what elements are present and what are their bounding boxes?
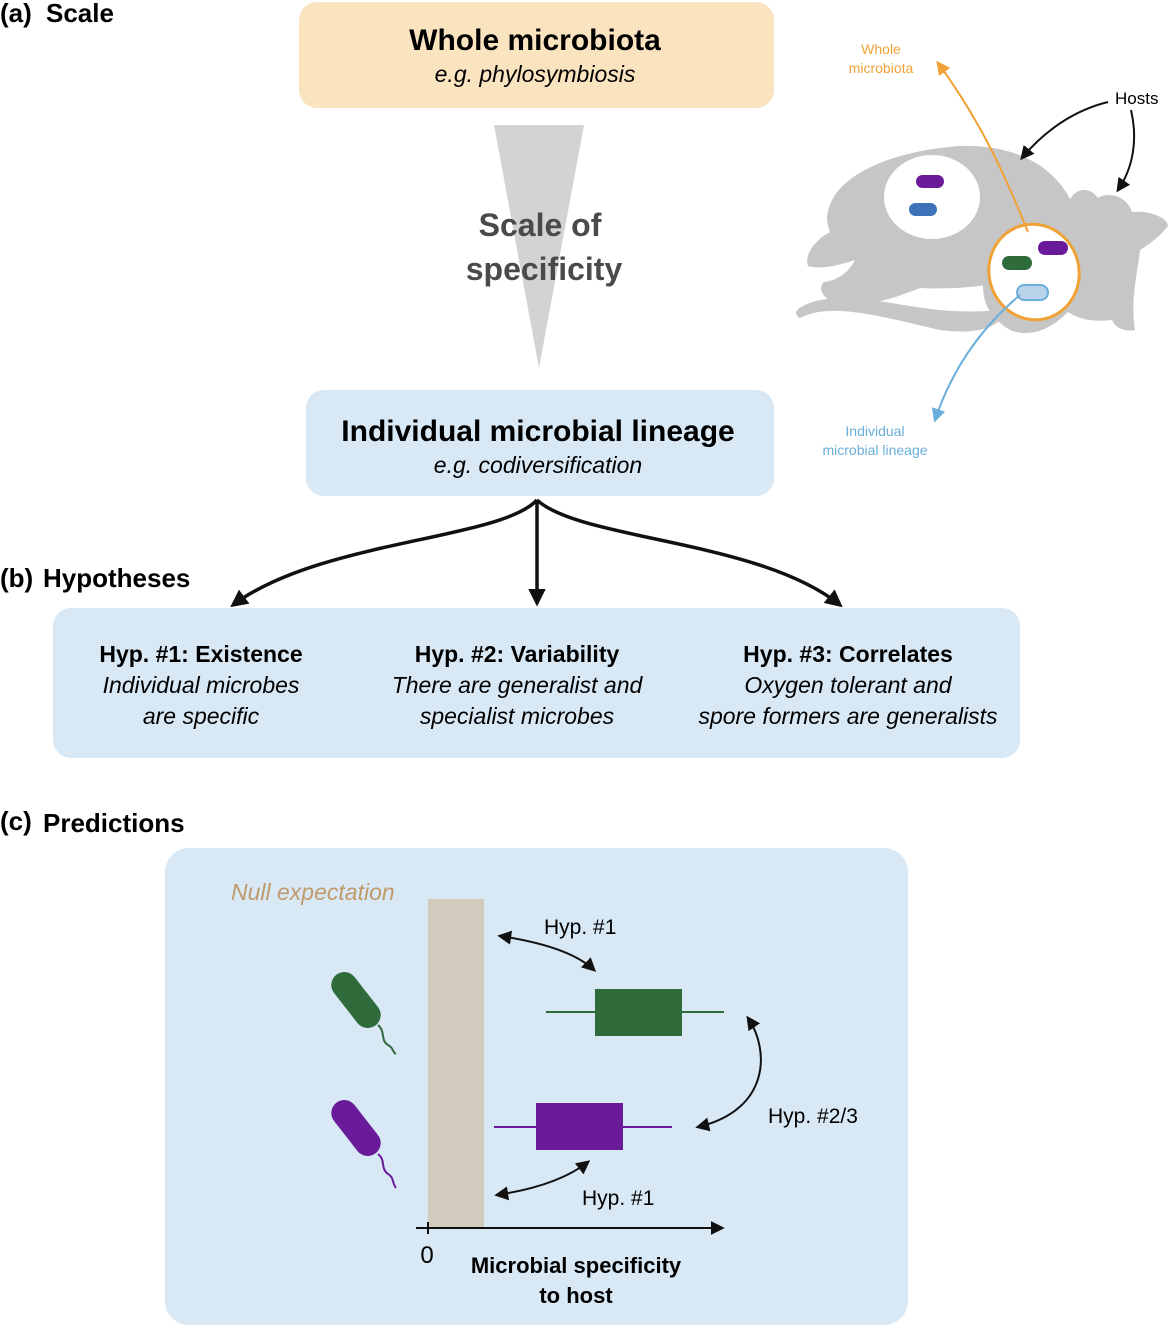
hyp1-line1: Individual microbes (103, 672, 300, 698)
individual-lineage-box (306, 390, 774, 496)
hyp23-arrow (695, 1015, 762, 1132)
arrow-to-hyp1 (230, 498, 539, 608)
primate-blue-microbe (909, 203, 937, 216)
hyp2-line1: There are generalist and (392, 672, 644, 698)
mouse-light-blue-microbe (1016, 284, 1049, 301)
hyp1-top-label: Hyp. #1 (544, 916, 616, 939)
hyp23-label: Hyp. #2/3 (768, 1105, 858, 1128)
individual-lineage-arrow (931, 294, 1021, 423)
panel-c-tag: (c) (0, 806, 32, 836)
individual-lineage-title: Individual microbial lineage (341, 415, 734, 448)
axis-zero-label: 0 (420, 1242, 433, 1269)
whole-microbiota-title: Whole microbiota (409, 24, 661, 57)
panel-c-heading: (c) Predictions (0, 806, 185, 838)
hypothesis-1: Hyp. #1: Existence Individual microbes a… (99, 641, 302, 729)
panel-c-title: Predictions (43, 808, 185, 838)
hypothesis-2: Hyp. #2: Variability There are generalis… (392, 641, 644, 729)
hyp2-title: Hyp. #2: Variability (415, 641, 620, 667)
purple-bacterium-icon (331, 1100, 397, 1189)
hyp3-line2: spore formers are generalists (698, 703, 998, 729)
wedge-label-line1: Scale of (479, 207, 602, 243)
wedge-label-line2: specificity (466, 251, 623, 287)
x-axis: 0 Microbial specificity to host (416, 1221, 725, 1308)
panel-a-title: Scale (46, 0, 114, 28)
hypothesis-arrows (230, 498, 843, 608)
whole-label-line1: Whole (861, 41, 901, 57)
green-boxplot (546, 989, 724, 1036)
hyp1-bottom-label: Hyp. #1 (582, 1187, 654, 1210)
whole-microbiota-arrow (936, 60, 1029, 233)
hypotheses-box (53, 608, 1020, 758)
primate-purple-microbe (916, 175, 944, 188)
panel-b-title: Hypotheses (43, 563, 190, 593)
null-expectation-label: Null expectation (231, 879, 395, 905)
lineage-label-line2: microbial lineage (822, 442, 927, 458)
hyp1-top-arrow (497, 930, 597, 972)
green-bacterium-icon (331, 972, 397, 1055)
mouse-tail (796, 297, 1000, 332)
panel-b-tag: (b) (0, 563, 33, 593)
hyp1-title: Hyp. #1: Existence (99, 641, 302, 667)
whole-microbiota-example: e.g. phylosymbiosis (435, 61, 636, 87)
hyp3-line1: Oxygen tolerant and (744, 672, 952, 698)
purple-boxplot (494, 1103, 672, 1150)
null-expectation-bar (428, 899, 484, 1229)
hyp2-line2: specialist microbes (420, 703, 615, 729)
hyp3-title: Hyp. #3: Correlates (743, 641, 953, 667)
specificity-wedge (494, 125, 584, 368)
hosts-arrow-primate (1020, 101, 1109, 161)
host-illustration: Hosts Whole microbiota Individual microb… (796, 41, 1168, 458)
predictions-box (165, 848, 908, 1325)
hyp1-bottom-arrow (494, 1160, 591, 1201)
mouse-purple-microbe (1038, 241, 1068, 255)
whole-label-line2: microbiota (849, 60, 914, 76)
hosts-arrow-mouse (1116, 109, 1136, 193)
whole-microbiota-box (299, 2, 774, 108)
mouse-green-microbe (1002, 256, 1032, 270)
hosts-label: Hosts (1115, 89, 1158, 108)
hyp1-line2: are specific (143, 703, 260, 729)
panel-a-heading: (a) Scale (0, 0, 114, 28)
axis-label-line2: to host (539, 1283, 613, 1308)
hypothesis-3: Hyp. #3: Correlates Oxygen tolerant and … (698, 641, 998, 729)
lineage-label-line1: Individual (845, 423, 904, 439)
panel-b-heading: (b) Hypotheses (0, 563, 190, 593)
arrow-to-hyp3 (535, 498, 843, 608)
individual-lineage-example: e.g. codiversification (434, 452, 642, 478)
axis-label-line1: Microbial specificity (471, 1253, 682, 1278)
panel-a-tag: (a) (0, 0, 32, 28)
primate-gut (884, 155, 980, 239)
